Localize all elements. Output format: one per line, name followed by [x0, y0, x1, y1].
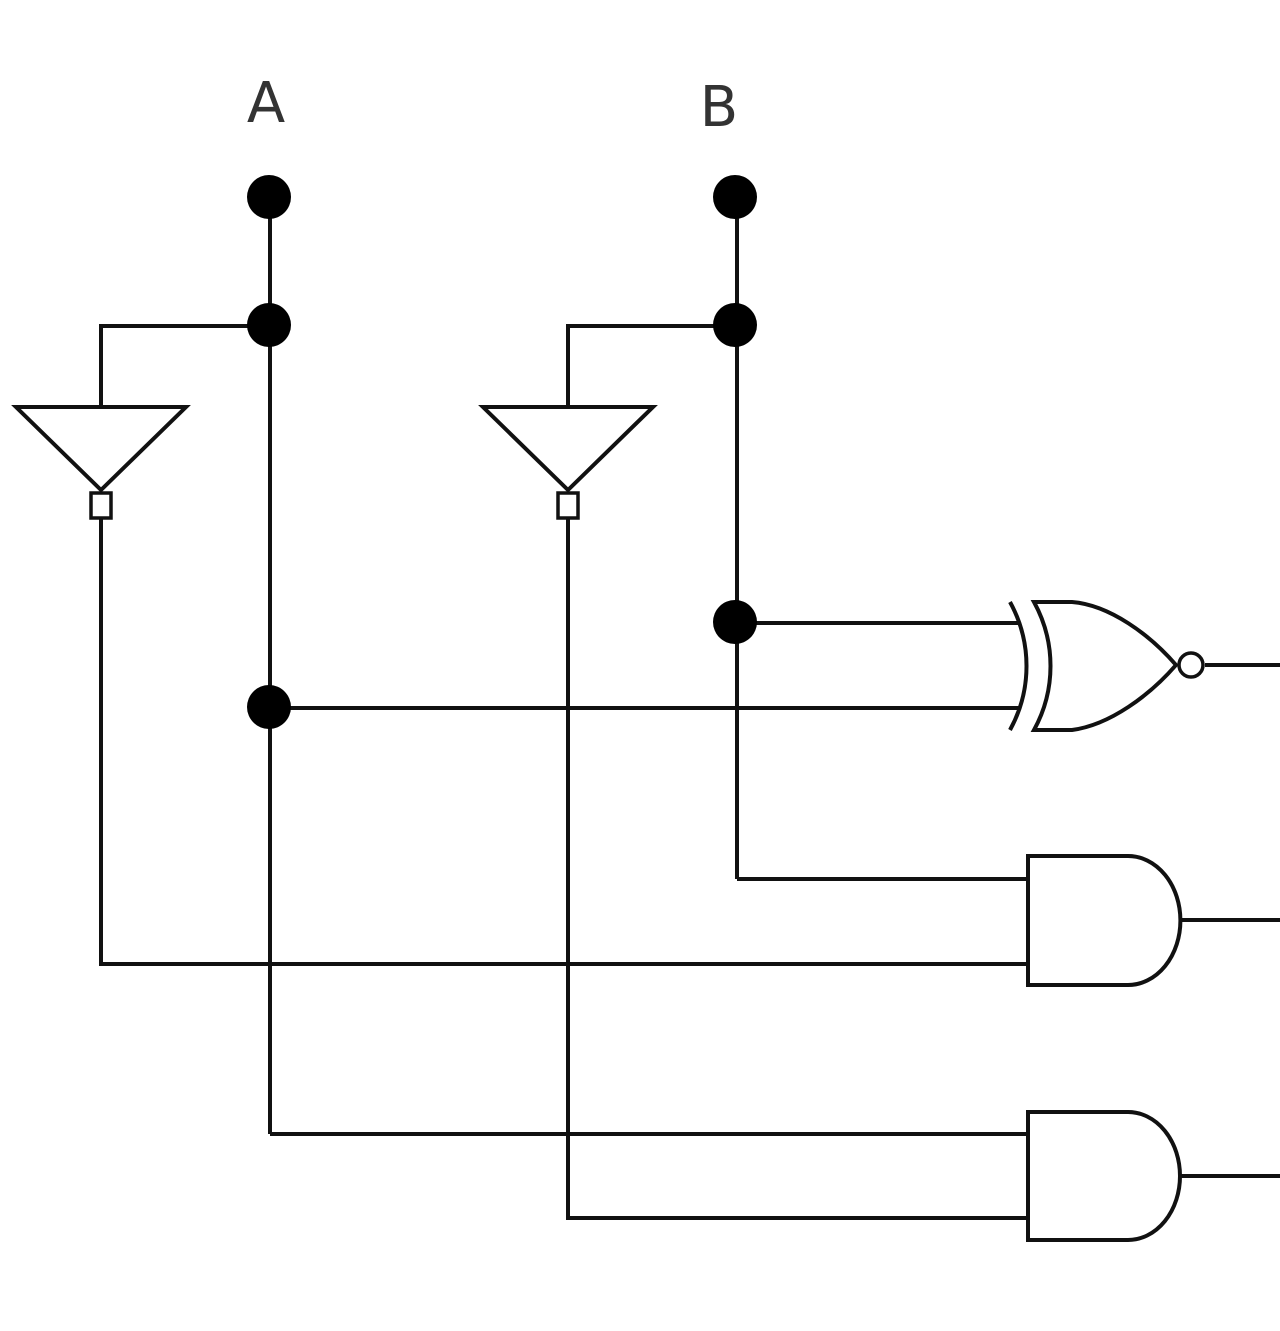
wire-not-b-out [566, 519, 1028, 1220]
junction-a-2 [247, 685, 291, 729]
wire-a-to-not [99, 324, 270, 407]
junction-a-1 [247, 303, 291, 347]
junction-b-2 [713, 600, 757, 644]
not-gate-a [11, 405, 191, 520]
input-terminal-a [247, 175, 291, 219]
wire-b-to-not [566, 324, 737, 407]
junction-b-1 [713, 303, 757, 347]
input-label-b: B [700, 75, 738, 140]
not-gate-b [478, 405, 658, 520]
input-label-a: A [247, 71, 285, 136]
xnor-gate [1008, 600, 1205, 732]
input-terminal-b [713, 175, 757, 219]
wire-not-a-out [99, 519, 1028, 966]
and-gate-2 [1026, 1110, 1182, 1242]
and-gate-1 [1026, 854, 1183, 987]
